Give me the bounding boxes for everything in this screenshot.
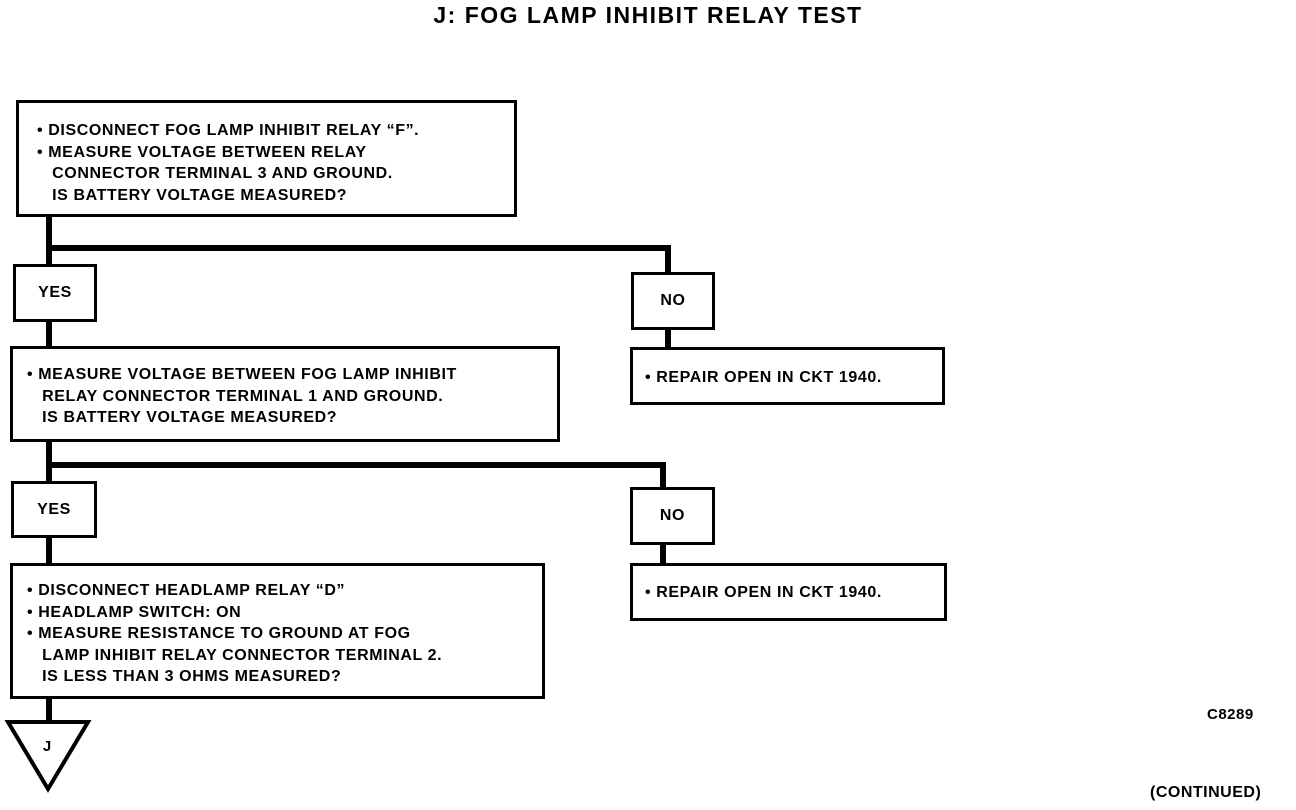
step3-line-1: • DISCONNECT HEADLAMP RELAY “D” bbox=[27, 582, 346, 599]
step2-no-action-box: • REPAIR OPEN IN CKT 1940. bbox=[630, 563, 947, 621]
step1-yes-label: YES bbox=[38, 284, 72, 301]
step2-yes-label: YES bbox=[37, 501, 71, 518]
continued-label: (CONTINUED) bbox=[1150, 784, 1262, 801]
wire-yes2-down bbox=[46, 536, 52, 565]
wire-step3-down bbox=[46, 697, 52, 722]
wire-branch1-no-down bbox=[665, 245, 671, 274]
step3-line-2: • HEADLAMP SWITCH: ON bbox=[27, 603, 242, 621]
step1-no-action-text: • REPAIR OPEN IN CKT 1940. bbox=[645, 369, 882, 386]
step1-yes-box: YES bbox=[13, 264, 97, 322]
step2-no-action-text: • REPAIR OPEN IN CKT 1940. bbox=[645, 584, 882, 601]
step2-box: • MEASURE VOLTAGE BETWEEN FOG LAMP INHIB… bbox=[10, 346, 560, 442]
step3-box: • DISCONNECT HEADLAMP RELAY “D” • HEADLA… bbox=[10, 563, 545, 699]
page-title: J: FOG LAMP INHIBIT RELAY TEST bbox=[433, 2, 863, 28]
wire-no1-down bbox=[665, 327, 671, 349]
step1-line-4: IS BATTERY VOLTAGE MEASURED? bbox=[37, 186, 348, 204]
step2-no-box: NO bbox=[630, 487, 715, 545]
wire-step2-down bbox=[46, 440, 52, 483]
step2-line-3: IS BATTERY VOLTAGE MEASURED? bbox=[27, 409, 338, 426]
wire-step1-down bbox=[46, 215, 52, 266]
step2-yes-box: YES bbox=[11, 481, 97, 538]
step1-box: • DISCONNECT FOG LAMP INHIBIT RELAY “F”.… bbox=[16, 100, 517, 217]
step1-no-action-box: • REPAIR OPEN IN CKT 1940. bbox=[630, 347, 945, 405]
step1-line-3: CONNECTOR TERMINAL 3 AND GROUND. bbox=[37, 165, 393, 182]
step1-no-label: NO bbox=[660, 292, 686, 309]
step1-no-box: NO bbox=[631, 272, 715, 330]
wire-yes1-down bbox=[46, 320, 52, 349]
step3-line-3: • MEASURE RESISTANCE TO GROUND AT FOG bbox=[27, 625, 411, 642]
figure-code: C8289 bbox=[1207, 706, 1254, 723]
wire-branch1-horizontal bbox=[46, 245, 671, 251]
step2-line-1: • MEASURE VOLTAGE BETWEEN FOG LAMP INHIB… bbox=[27, 366, 457, 383]
offpage-connector-label: J bbox=[43, 738, 51, 755]
wire-branch2-horizontal bbox=[46, 462, 666, 468]
step3-line-4: LAMP INHIBIT RELAY CONNECTOR TERMINAL 2. bbox=[27, 646, 443, 664]
step2-no-label: NO bbox=[659, 507, 686, 524]
offpage-connector-triangle bbox=[4, 720, 92, 793]
step1-line-2: • MEASURE VOLTAGE BETWEEN RELAY bbox=[37, 143, 367, 161]
wire-no2-down bbox=[660, 542, 666, 565]
step3-line-5: IS LESS THAN 3 OHMS MEASURED? bbox=[27, 668, 342, 685]
step2-line-2: RELAY CONNECTOR TERMINAL 1 AND GROUND. bbox=[27, 387, 444, 405]
step1-line-1: • DISCONNECT FOG LAMP INHIBIT RELAY “F”. bbox=[37, 122, 420, 139]
wire-branch2-no-down bbox=[660, 462, 666, 489]
